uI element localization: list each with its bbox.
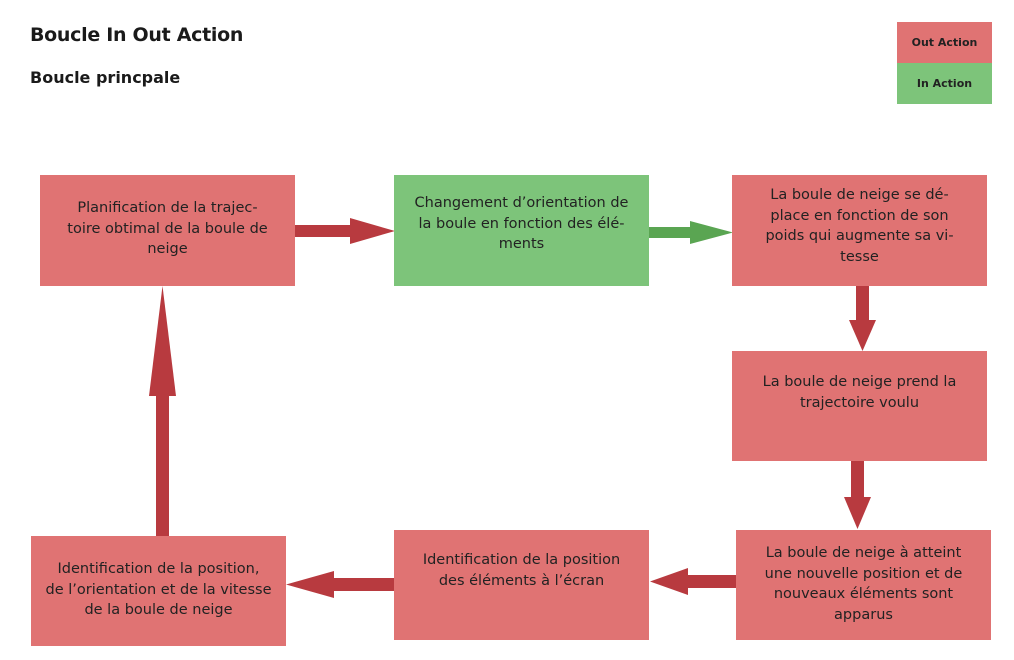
node-moves: La boule de neige se dé-place en fonctio… — [732, 175, 987, 286]
arrow-elements-to-ball — [286, 571, 395, 598]
diagram-title: Boucle In Out Action — [30, 24, 244, 46]
arrow-reached-to-elements — [650, 568, 737, 595]
node-planning-text: Planification de la trajec-toire obtimal… — [67, 200, 268, 257]
arrow-trajectory-to-reached — [844, 461, 871, 529]
arrow-planning-to-orientation — [295, 218, 395, 244]
legend-in-action: In Action — [897, 63, 992, 104]
arrow-moves-to-trajectory — [849, 286, 876, 351]
legend: Out Action In Action — [897, 22, 992, 104]
arrow-ball-to-planning — [149, 286, 176, 536]
node-planning: Planification de la trajec-toire obtimal… — [40, 175, 295, 286]
arrow-orientation-to-moves — [649, 221, 733, 244]
node-identify-ball-text: Identification de la position,de l’orien… — [45, 561, 272, 618]
legend-out-action: Out Action — [897, 22, 992, 63]
node-identify-ball: Identification de la position,de l’orien… — [31, 536, 286, 646]
node-moves-text: La boule de neige se dé-place en fonctio… — [765, 187, 954, 265]
diagram-subtitle: Boucle princpale — [30, 68, 181, 87]
